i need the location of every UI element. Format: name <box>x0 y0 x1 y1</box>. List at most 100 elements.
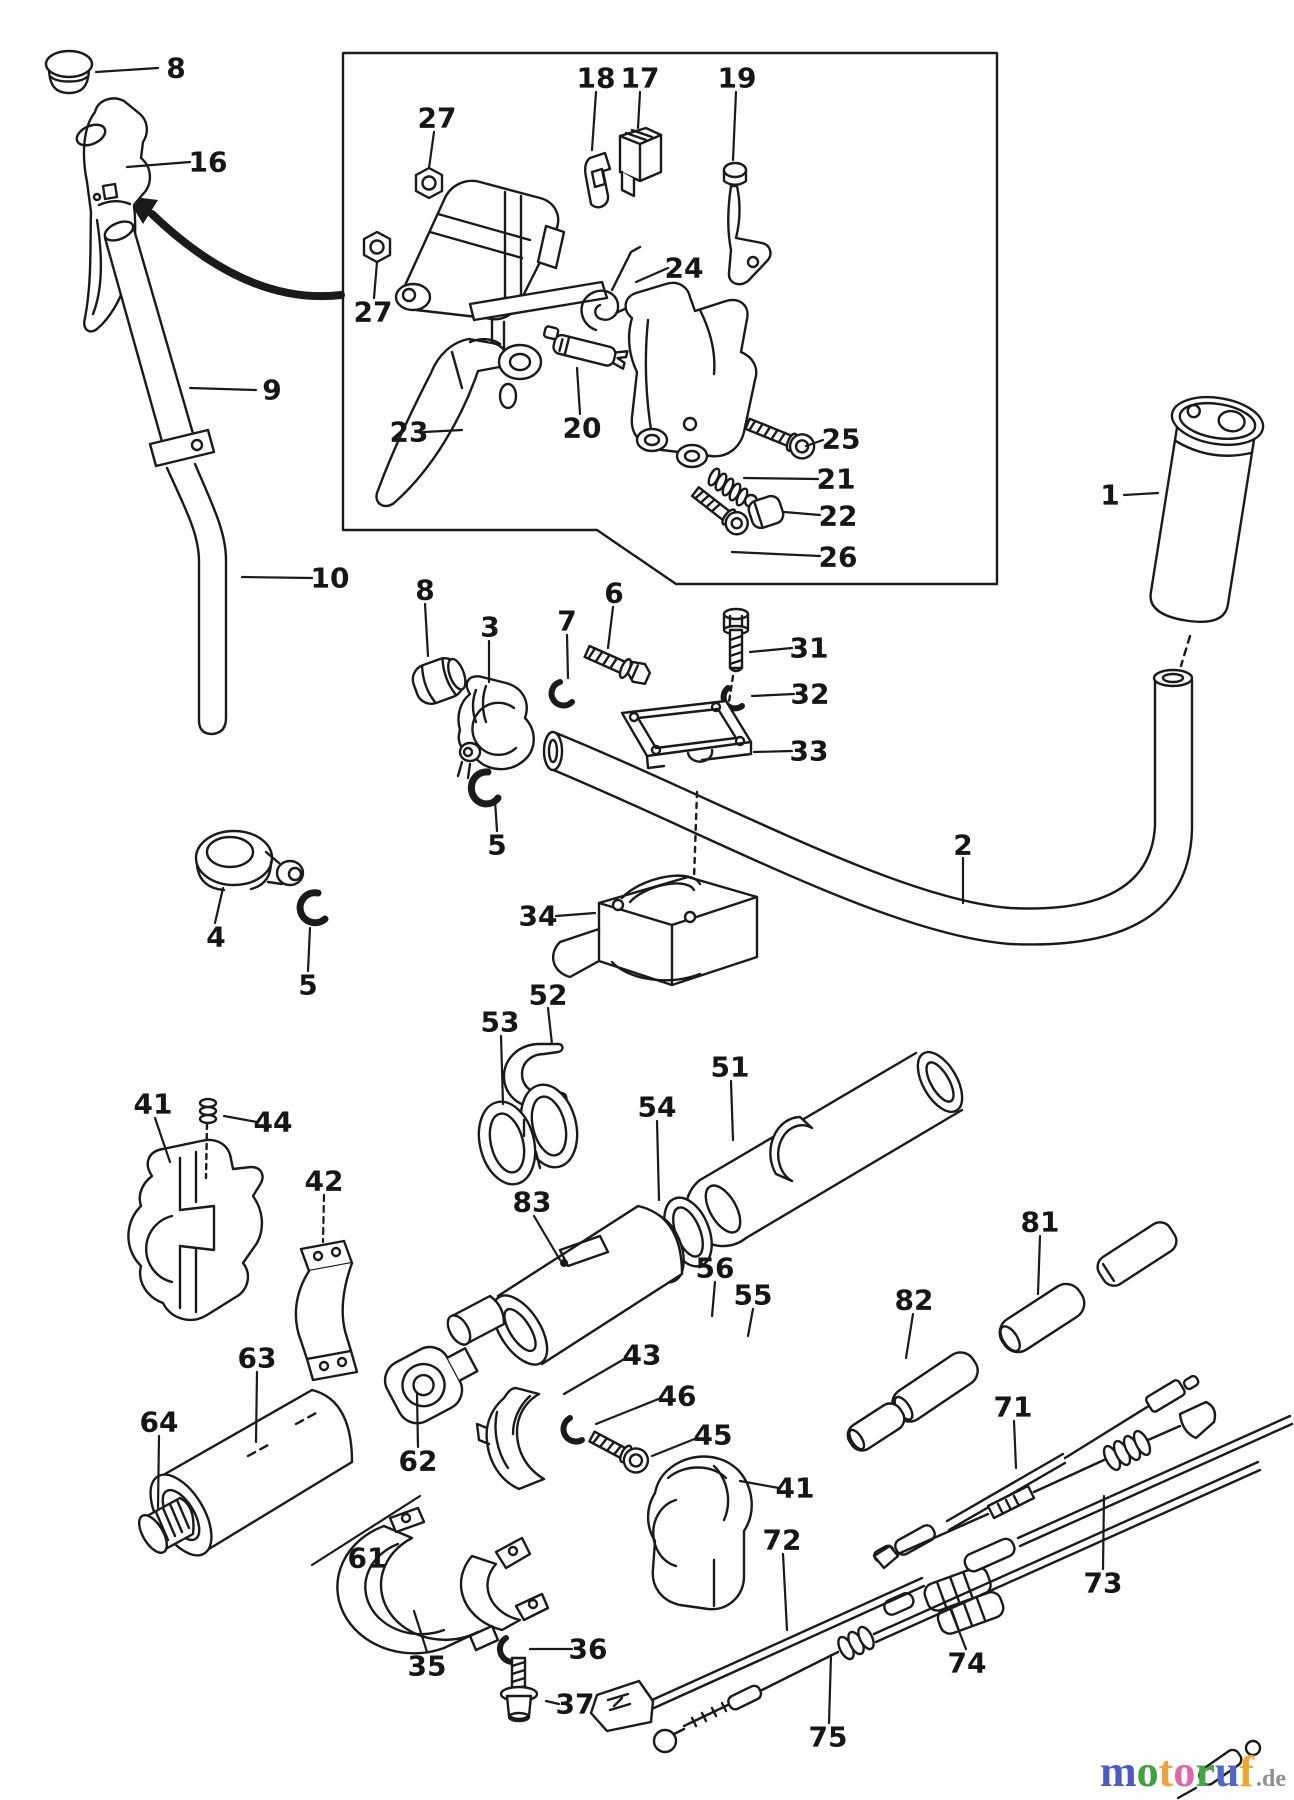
part-8-bushing <box>411 656 467 705</box>
part-number-label: 5 <box>298 968 318 1002</box>
inset-box <box>341 51 999 586</box>
part-number-label: 46 <box>657 1379 697 1413</box>
part-22-cap <box>747 494 785 530</box>
part-number-label: 18 <box>576 61 616 95</box>
part-10-tube <box>165 462 228 736</box>
part-5-clip <box>467 768 502 808</box>
part-number-label: 26 <box>818 540 858 574</box>
part-number-label: 74 <box>947 1646 987 1680</box>
part-number-label: 36 <box>568 1632 608 1666</box>
part-number-label: 25 <box>821 422 861 456</box>
part-82-tubes <box>846 1351 979 1452</box>
part-43-clamp-half <box>475 1386 546 1491</box>
watermark-letter: o <box>1173 1747 1196 1796</box>
part-9-tube <box>103 220 216 468</box>
cable-75 <box>652 1460 1262 1754</box>
part-number-label: 41 <box>133 1087 173 1121</box>
part-62-roller <box>383 1345 479 1425</box>
part-number-label: 24 <box>664 251 704 285</box>
part-7-ring <box>548 679 575 709</box>
part-number-label: 35 <box>407 1649 447 1683</box>
throttle-bracket <box>394 179 609 356</box>
part-number-label: 21 <box>816 462 856 496</box>
part-17-switch <box>618 126 663 198</box>
watermark-letter: t <box>1158 1747 1174 1796</box>
part-number-label: 54 <box>637 1090 677 1124</box>
part-41-housing-right <box>646 1455 753 1611</box>
cable-72 <box>589 1414 1294 1733</box>
part-number-label: 20 <box>562 411 602 445</box>
part-number-label: 37 <box>555 1687 595 1721</box>
part-number-label: 7 <box>557 604 577 638</box>
part-number-label: 5 <box>487 828 507 862</box>
part-37-screw <box>499 1656 539 1723</box>
watermark-letter: r <box>1195 1747 1215 1796</box>
watermark-letter: u <box>1214 1747 1240 1796</box>
part-20-rod <box>542 325 629 370</box>
part-53-bushings <box>477 1083 579 1186</box>
part-19-lever <box>722 161 772 286</box>
part-number-label: 8 <box>415 573 435 607</box>
leader-lines <box>94 66 1160 1725</box>
part-number-label: 73 <box>1083 1566 1123 1600</box>
part-number-label: 16 <box>188 145 228 179</box>
part-number-label: 44 <box>253 1105 293 1139</box>
cable-end-fitting <box>1176 1739 1262 1800</box>
part-5-clip <box>296 889 329 927</box>
part-number-label: 64 <box>139 1405 179 1439</box>
part-21-spring <box>707 467 759 509</box>
part-31-bolt <box>722 607 750 704</box>
part-number-label: 9 <box>262 373 282 407</box>
part-1-grip <box>1149 395 1265 624</box>
part-number-label: 61 <box>347 1541 387 1575</box>
part-number-label: 45 <box>693 1418 733 1452</box>
part-number-label: 51 <box>710 1050 750 1084</box>
cable-73 <box>872 1400 1217 1570</box>
part-number-label: 34 <box>518 899 558 933</box>
part-number-label: 27 <box>417 101 457 135</box>
part-number-label: 31 <box>789 631 829 665</box>
part-number-label: 4 <box>206 920 226 954</box>
part-number-label: 43 <box>622 1338 662 1372</box>
part-number-label: 52 <box>528 978 568 1012</box>
part-51-tube <box>684 1050 964 1248</box>
part-number-label: 27 <box>353 295 393 329</box>
part-number-label: 41 <box>775 1471 815 1505</box>
part-number-label: 33 <box>789 734 829 768</box>
part-number-label: 8 <box>166 51 186 85</box>
part-34-bracket <box>551 874 759 987</box>
part-46-ring <box>560 1415 585 1445</box>
part-83-barrel <box>446 1204 684 1366</box>
part-number-label: 10 <box>310 561 350 595</box>
part-number-label: 2 <box>953 828 973 862</box>
part-18-latch <box>584 151 612 209</box>
part-number-label: 82 <box>894 1283 934 1317</box>
part-number-label: 55 <box>733 1278 773 1312</box>
watermark-letter: m <box>1100 1747 1137 1796</box>
part-33-plate <box>620 699 753 910</box>
part-number-label: 62 <box>398 1444 438 1478</box>
part-number-label: 56 <box>695 1251 735 1285</box>
part-number-label: 75 <box>808 1720 848 1754</box>
motoruf-watermark: motoruf.de <box>1100 1750 1286 1794</box>
part-number-label: 1 <box>1100 478 1120 512</box>
part-23-trigger <box>375 337 543 508</box>
part-number-label: 22 <box>818 499 858 533</box>
grip-link-line <box>1179 634 1192 668</box>
part-27-nut <box>414 166 444 200</box>
part-number-label: 71 <box>993 1390 1033 1424</box>
part-4-clamp <box>194 829 305 892</box>
part-41-housing <box>127 1138 264 1322</box>
part-8-cap <box>44 49 94 95</box>
part-number-label: 72 <box>762 1523 802 1557</box>
part-number-label: 42 <box>304 1164 344 1198</box>
part-number-label: 53 <box>480 1005 520 1039</box>
part-42-bracket <box>294 1239 359 1382</box>
part-number-label: 3 <box>480 610 500 644</box>
part-number-label: 63 <box>237 1341 277 1375</box>
part-2-handlebar <box>542 668 1194 946</box>
watermark-letter: o <box>1136 1747 1159 1796</box>
